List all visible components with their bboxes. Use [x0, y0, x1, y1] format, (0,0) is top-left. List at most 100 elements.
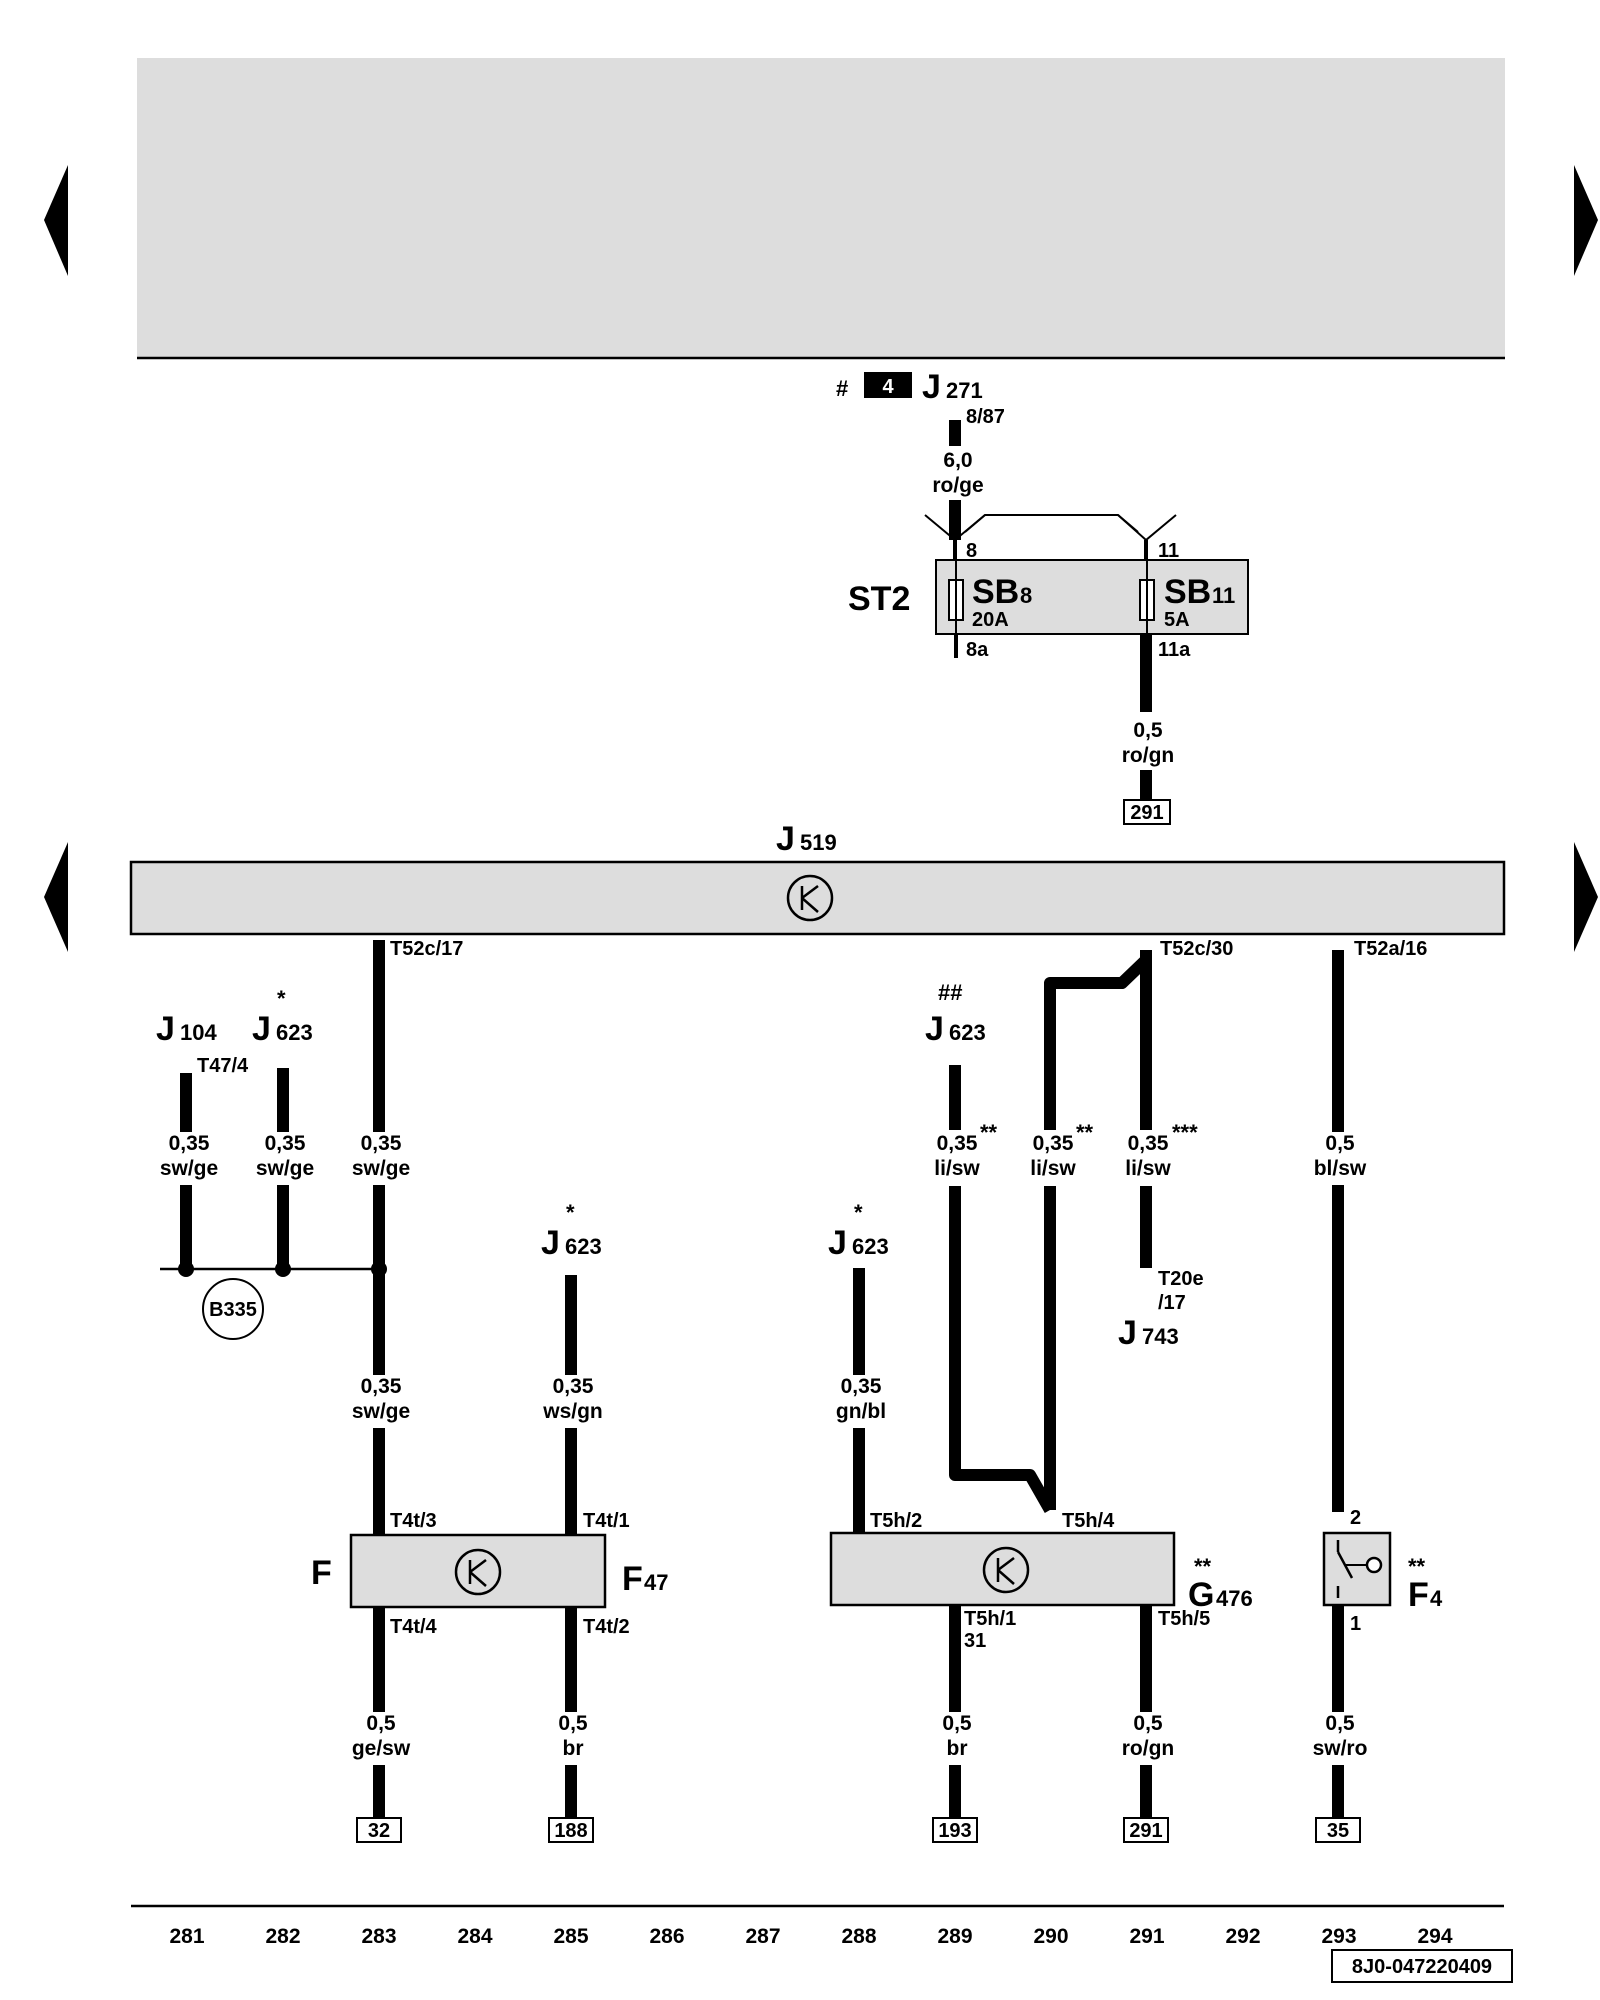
control-unit-j519	[129, 860, 1506, 936]
out291-color: ro/gn	[1122, 1737, 1175, 1760]
splice-b335	[202, 1278, 264, 1340]
fuse-block-st2	[935, 559, 1249, 635]
transistor-icon	[454, 1548, 502, 1596]
pin-t4t-3: T4t/3	[390, 1510, 437, 1532]
j623a-sub: 623	[276, 1020, 313, 1045]
w3-size: 0,35	[361, 1132, 402, 1155]
sensor-g476	[829, 1531, 1176, 1607]
out193-size: 0,5	[942, 1712, 972, 1735]
w8-size: 0,35	[1128, 1132, 1169, 1155]
f4-label: F	[1408, 1576, 1429, 1614]
f4-star: **	[1408, 1554, 1426, 1579]
pin-8a: 8a	[966, 639, 989, 661]
transistor-icon	[982, 1546, 1030, 1594]
doc-ref-box	[1331, 1949, 1513, 1983]
splice-dot	[275, 1261, 291, 1277]
j623b-sub: 623	[565, 1234, 602, 1259]
w7-color: li/sw	[1030, 1157, 1076, 1180]
w2-color: sw/ge	[256, 1157, 314, 1180]
j519-label: J	[776, 820, 795, 858]
splice-label: B335	[209, 1299, 257, 1321]
w2-size: 0,35	[265, 1132, 306, 1155]
j623d-star: *	[854, 1200, 863, 1225]
track-number: 281	[169, 1925, 204, 1948]
svg-text:291: 291	[1130, 802, 1163, 824]
pin-t52c-17: T52c/17	[390, 938, 463, 960]
out291-size: 0,5	[1133, 1712, 1163, 1735]
out35-size: 0,5	[1325, 1712, 1355, 1735]
out188-size: 0,5	[558, 1712, 588, 1735]
fuse2-rating: 5A	[1164, 609, 1190, 631]
switch-icon	[1336, 1540, 1383, 1598]
fuse2-sub: 11	[1212, 583, 1235, 608]
w7-size: 0,35	[1033, 1132, 1074, 1155]
track-number: 292	[1225, 1925, 1260, 1948]
w9-size: 0,35	[841, 1375, 882, 1398]
j623c-hash: ##	[938, 980, 962, 1005]
pin-t4t-2: T4t/2	[583, 1616, 630, 1638]
g476-star: **	[1194, 1554, 1212, 1579]
fuse1-sub: 8	[1020, 583, 1032, 608]
w4-size: 0,35	[361, 1375, 402, 1398]
prev-page-top-icon[interactable]	[44, 165, 68, 276]
splice-dot	[371, 1261, 387, 1277]
track-number: 284	[457, 1925, 492, 1948]
box-marker	[864, 372, 912, 398]
w9-color: gn/bl	[836, 1400, 886, 1423]
ref-291-bottom[interactable]: 291	[1123, 1817, 1169, 1843]
sensor-f47-name: F	[622, 1560, 643, 1598]
track-number: 294	[1417, 1925, 1452, 1948]
doc-ref: 8J0-047220409	[1352, 1956, 1492, 1978]
svg-text:291: 291	[1129, 1820, 1162, 1842]
track-number: 288	[841, 1925, 876, 1948]
sensor-f	[349, 1533, 607, 1609]
transistor-icon	[786, 874, 834, 922]
w5-size: 0,35	[553, 1375, 594, 1398]
switch-pin-1: 1	[1350, 1613, 1361, 1635]
pin-t4t-1: T4t/1	[583, 1510, 630, 1532]
next-page-mid-icon[interactable]	[1574, 842, 1598, 952]
j623a-star: *	[277, 986, 286, 1011]
pin-t5h-1b: 31	[964, 1630, 986, 1652]
ref-291-top[interactable]: 291	[1123, 799, 1171, 825]
track-number: 283	[361, 1925, 396, 1948]
pin-t52c-30: T52c/30	[1160, 938, 1233, 960]
track-number: 286	[649, 1925, 684, 1948]
ref-35[interactable]: 35	[1315, 1817, 1361, 1843]
w6-size: 0,35	[937, 1132, 978, 1155]
pin-11: 11	[1158, 540, 1179, 562]
j623c-label: J	[925, 1010, 944, 1048]
track-number: 282	[265, 1925, 300, 1948]
box-number: 4	[882, 376, 894, 398]
track-number: 290	[1033, 1925, 1068, 1948]
wire-11a-color: ro/gn	[1122, 744, 1175, 767]
g476-label: G	[1188, 1576, 1214, 1614]
hash-marker: #	[836, 376, 848, 401]
j623a-label: J	[252, 1010, 271, 1048]
w6-color: li/sw	[934, 1157, 980, 1180]
track-number: 289	[937, 1925, 972, 1948]
ref-32[interactable]: 32	[356, 1817, 402, 1843]
pin-t52a-16: T52a/16	[1354, 938, 1427, 960]
fuse2-label: SB	[1164, 573, 1211, 611]
w1-color: sw/ge	[160, 1157, 218, 1180]
j271-sub: 271	[946, 378, 983, 403]
j104-label: J	[156, 1010, 175, 1048]
svg-text:188: 188	[554, 1820, 587, 1842]
fuse1-rating: 20A	[972, 609, 1009, 631]
prev-page-mid-icon[interactable]	[44, 842, 68, 952]
j623d-label: J	[828, 1224, 847, 1262]
j623d-sub: 623	[852, 1234, 889, 1259]
j271-pin: 8/87	[966, 406, 1005, 428]
w10-color: bl/sw	[1314, 1157, 1367, 1180]
j743-pin2: /17	[1158, 1292, 1186, 1314]
next-page-top-icon[interactable]	[1574, 165, 1598, 276]
ref-193[interactable]: 193	[932, 1817, 978, 1843]
w5-color: ws/gn	[542, 1400, 603, 1423]
w8-star: ***	[1172, 1120, 1198, 1145]
ref-188[interactable]: 188	[548, 1817, 594, 1843]
j743-label: J	[1118, 1314, 1137, 1352]
out188-color: br	[563, 1737, 584, 1760]
